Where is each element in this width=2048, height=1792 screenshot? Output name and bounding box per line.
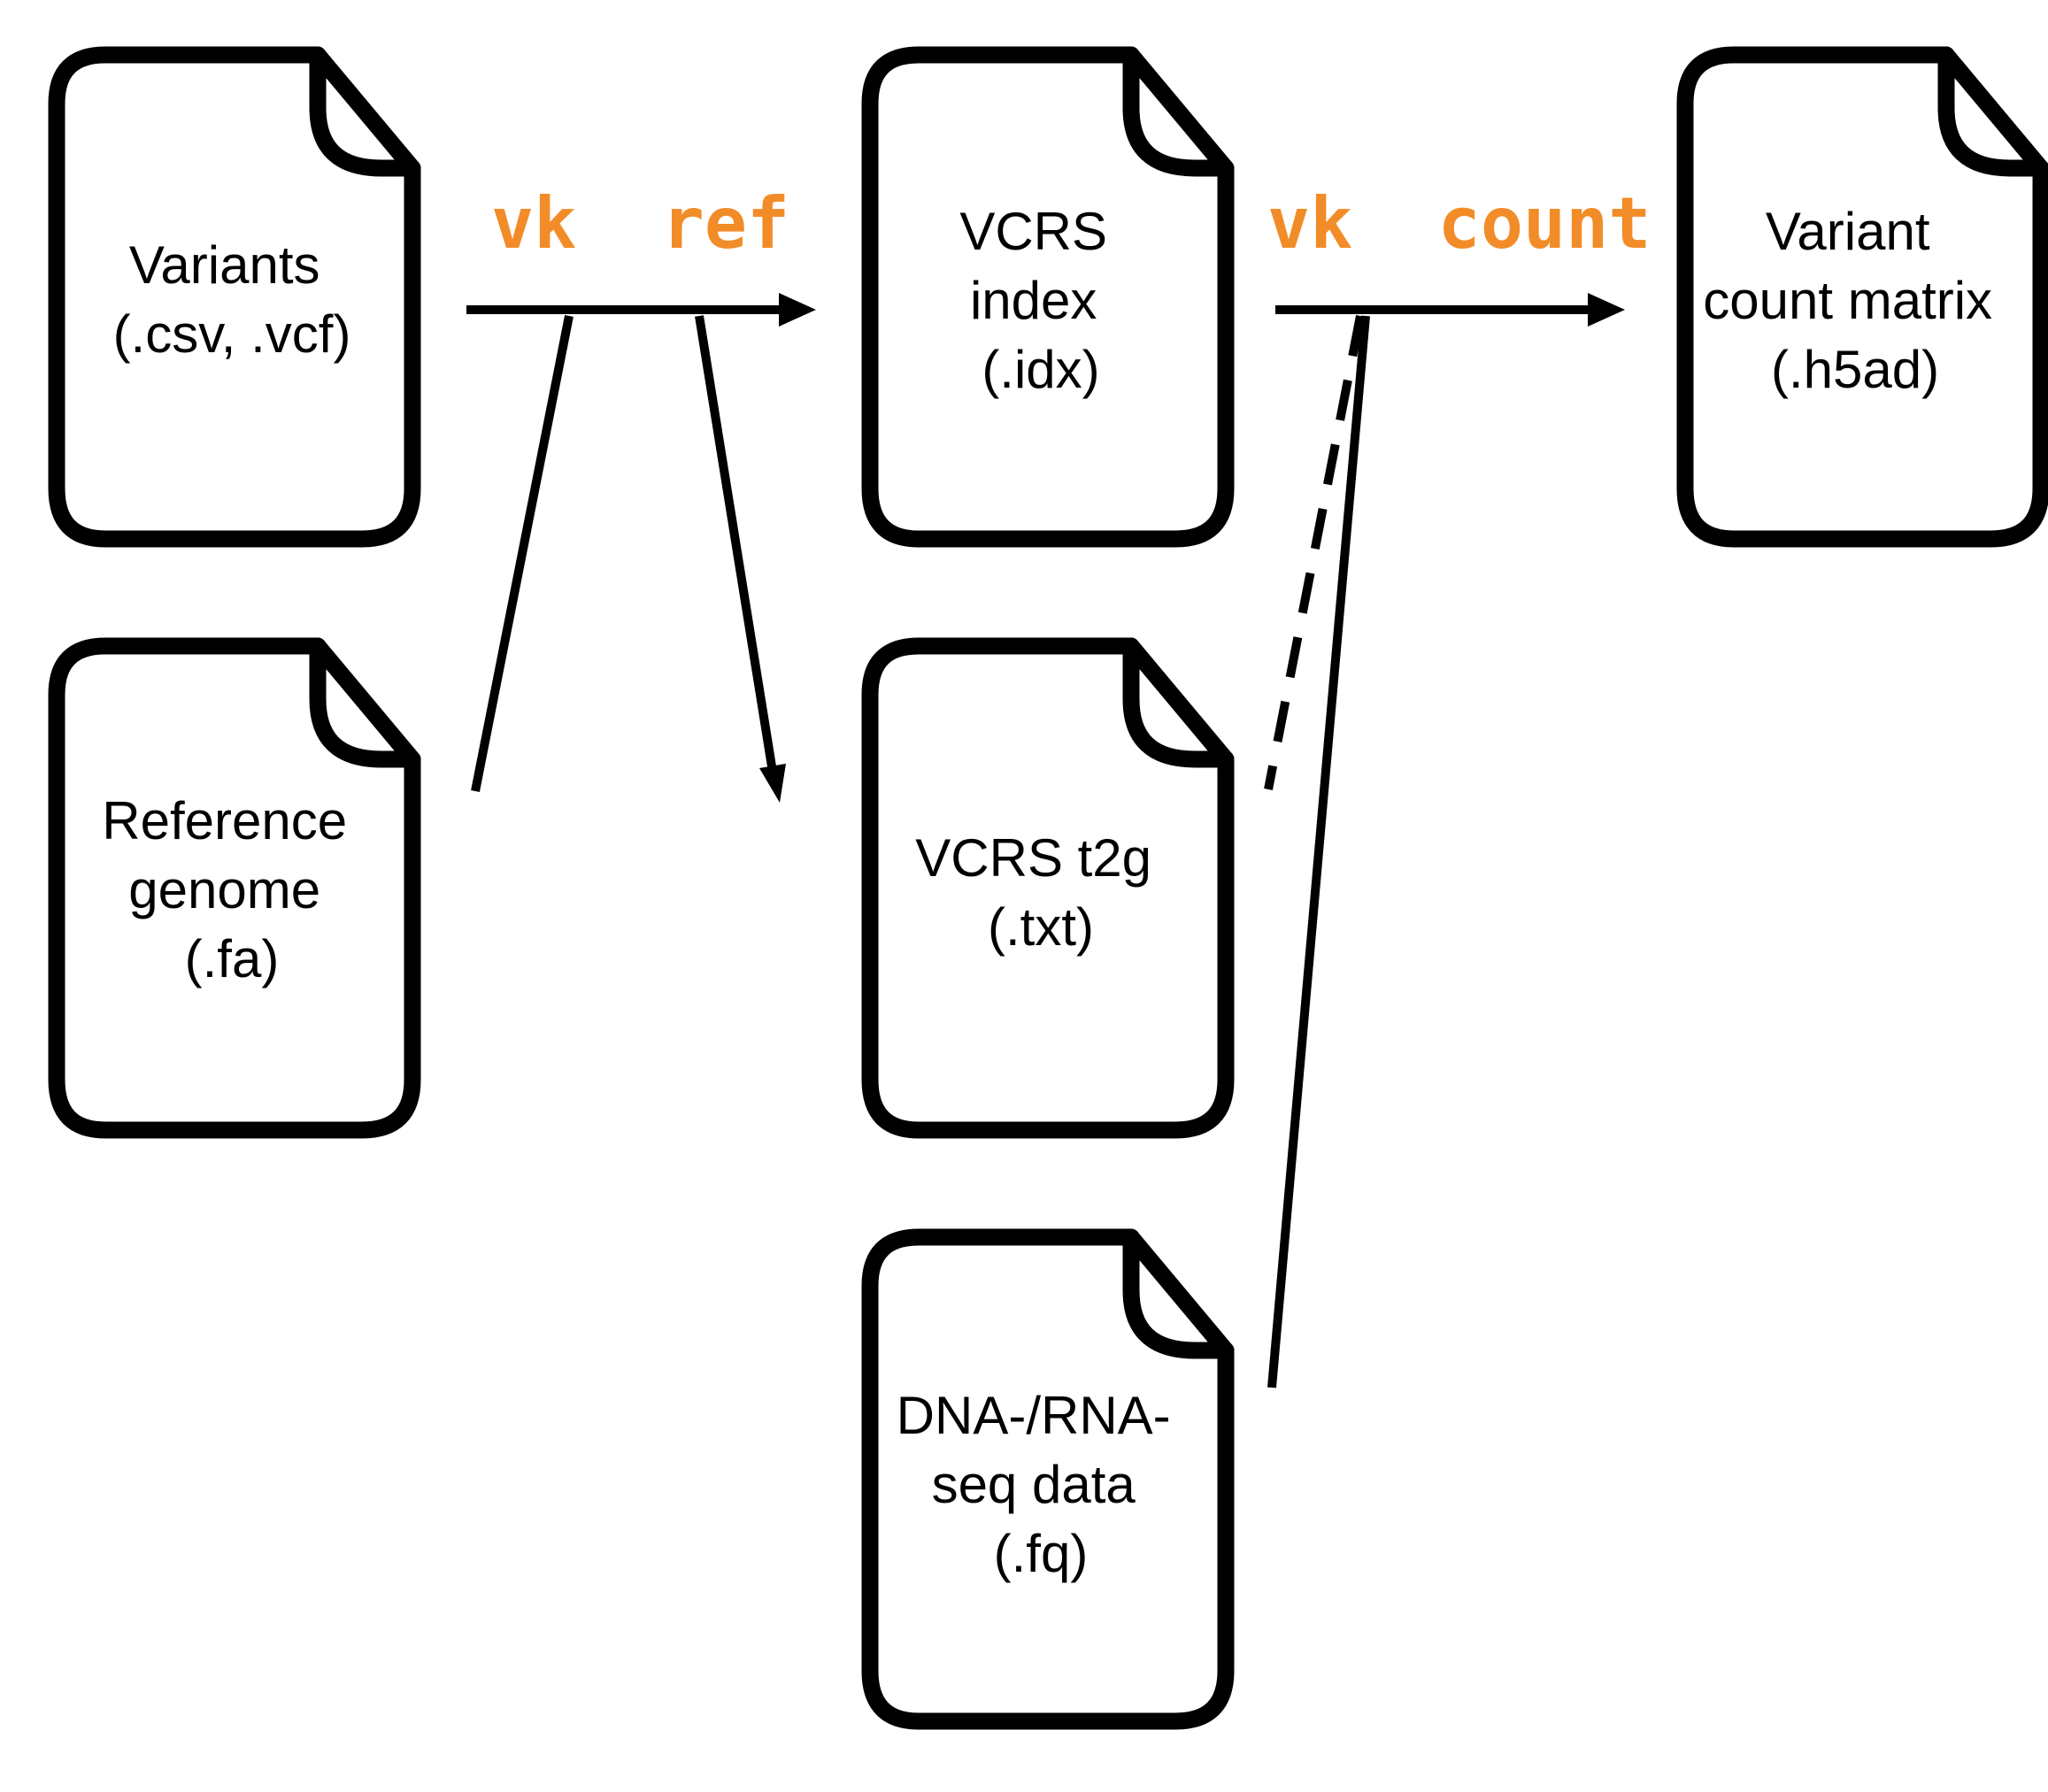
doc-seq-data-line-3: (.fq) xyxy=(994,1524,1089,1583)
vk-ref-flow xyxy=(466,293,816,803)
vk-ref-label: vk ref xyxy=(491,182,789,265)
doc-reference-genome-line-2: genome xyxy=(128,860,320,919)
vk-ref-main-arrowhead xyxy=(779,293,816,327)
vk-ref-t2g-arrowhead xyxy=(759,764,786,803)
svg-text:Variants (.csv, .vcf): Variants (.csv, .vcf) xyxy=(113,235,351,364)
t2g-input-dashed-line xyxy=(1264,315,1365,790)
doc-vcrs-t2g-line-1: VCRS t2g xyxy=(915,828,1151,888)
doc-reference-genome: Reference genome (.fa) xyxy=(48,637,421,1139)
doc-vcrs-t2g: VCRS t2g (.txt) xyxy=(861,637,1235,1139)
doc-variants-line-2: (.csv, .vcf) xyxy=(113,304,351,364)
file-icon xyxy=(861,46,1235,548)
doc-vcrs-index-line-1: VCRS xyxy=(959,202,1107,261)
vk-count-label: vk count xyxy=(1267,182,1651,265)
file-icon xyxy=(861,1228,1235,1730)
doc-count-matrix: Variant count matrix (.h5ad) xyxy=(1676,46,2048,548)
doc-count-matrix-line-1: Variant xyxy=(1766,202,1930,261)
file-icon xyxy=(861,637,1235,1139)
doc-seq-data-line-1: DNA-/RNA- xyxy=(897,1386,1171,1445)
file-icon xyxy=(48,637,421,1139)
doc-vcrs-index-line-3: (.idx) xyxy=(982,340,1099,399)
vk-ref-t2g-branch xyxy=(695,315,776,767)
vk-count-main-arrowhead xyxy=(1588,293,1625,327)
vk-count-flow xyxy=(1264,293,1625,1388)
svg-text:VCRS t2g (.txt): VCRS t2g (.txt) xyxy=(915,828,1166,957)
reference-genome-input-line xyxy=(471,315,574,792)
doc-reference-genome-line-1: Reference xyxy=(102,791,347,850)
file-icon xyxy=(1676,46,2048,548)
seq-data-input-line xyxy=(1267,315,1370,1388)
doc-seq-data: DNA-/RNA- seq data (.fq) xyxy=(861,1228,1235,1730)
svg-text:Reference genome (: Reference genome (.fa) xyxy=(102,791,362,988)
doc-count-matrix-line-3: (.h5ad) xyxy=(1771,340,1939,399)
svg-text:VCRS index (.idx): VCRS index (.idx) xyxy=(959,202,1121,399)
file-icon xyxy=(48,46,421,548)
svg-text:DNA-/RNA- seq data: DNA-/RNA- seq data (.fq) xyxy=(897,1386,1186,1583)
doc-count-matrix-line-2: count matrix xyxy=(1703,271,1992,330)
doc-vcrs-t2g-line-2: (.txt) xyxy=(988,897,1094,957)
doc-vcrs-index-line-2: index xyxy=(970,271,1097,330)
svg-text:Variant count matrix: Variant count matrix (.h5ad) xyxy=(1703,202,2006,399)
doc-vcrs-index: VCRS index (.idx) xyxy=(861,46,1235,548)
doc-seq-data-line-2: seq data xyxy=(932,1455,1136,1514)
doc-variants-line-1: Variants xyxy=(129,235,320,295)
doc-reference-genome-line-3: (.fa) xyxy=(185,929,280,988)
doc-variants: Variants (.csv, .vcf) xyxy=(48,46,421,548)
